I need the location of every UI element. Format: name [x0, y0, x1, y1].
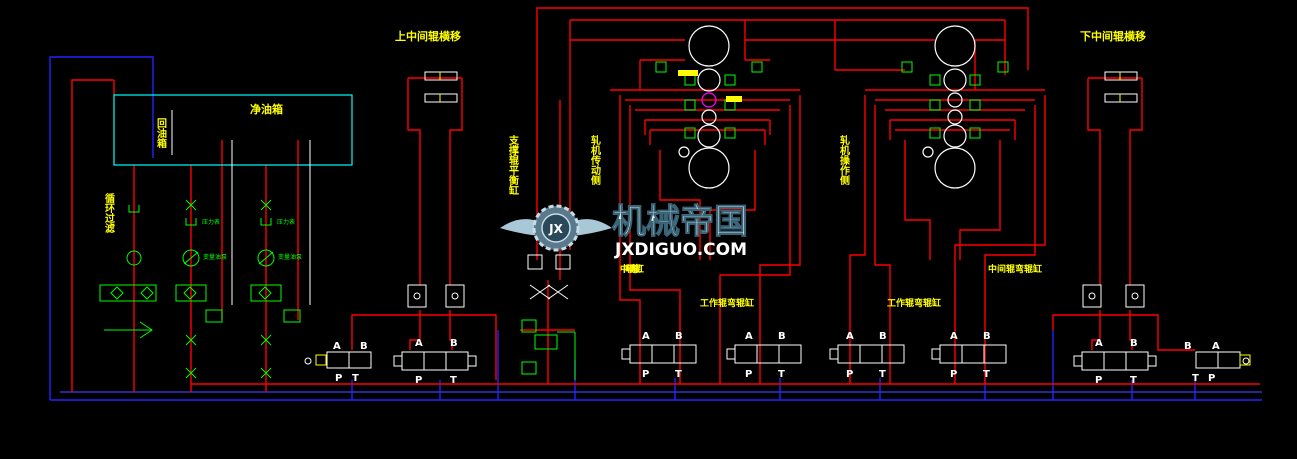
- labels: 上中间辊横移 下中间辊横移 净油箱 回油箱 循环过滤 支撑辊平衡缸 轧机传动侧 …: [103, 29, 1147, 309]
- lower-shift-label: 下中间辊横移: [1080, 29, 1146, 43]
- port-p: P: [642, 369, 649, 380]
- pump-label-1: 变量油泵: [203, 253, 227, 261]
- port-t: T: [983, 369, 990, 380]
- drive-side-label: 轧机传动侧: [589, 134, 602, 186]
- port-t: T: [1192, 373, 1199, 384]
- circ-filter-label: 循环过滤: [103, 192, 115, 234]
- port-a: A: [1095, 338, 1103, 349]
- port-t: T: [1130, 375, 1137, 386]
- pressure-gauge-label-2: 压力表: [277, 218, 295, 226]
- port-t: T: [675, 369, 682, 380]
- port-a: A: [642, 331, 650, 342]
- port-a: A: [745, 331, 753, 342]
- port-p: P: [1095, 375, 1102, 386]
- mid-bend-right-label: 中间辊弯辊缸: [988, 263, 1042, 275]
- pump-station-left: [99, 199, 301, 379]
- check-valve-blocks: [407, 284, 1145, 308]
- support-balance-label: 支撑辊平衡缸: [507, 134, 520, 195]
- port-a: A: [1212, 341, 1220, 352]
- port-t: T: [450, 375, 457, 386]
- clean-oil-tank: [113, 94, 353, 166]
- directional-valves: [304, 344, 1250, 371]
- port-p: P: [415, 375, 422, 386]
- port-p: P: [1208, 373, 1215, 384]
- bend-cylinder-blocks: [655, 61, 1009, 139]
- work-bend-right-label: 工作辊弯辊缸: [887, 297, 941, 309]
- port-t: T: [879, 369, 886, 380]
- port-p: P: [335, 373, 342, 384]
- port-t: T: [778, 369, 785, 380]
- tank-suction-pipes: [171, 110, 311, 305]
- bend-cylinder-highlights: [678, 70, 742, 102]
- lower-shift-cylinder-icon: [1104, 71, 1138, 103]
- return-tank-label: 回油箱: [155, 118, 167, 149]
- watermark-logo: JX 机械帝国 JXDIGUO.COM: [500, 202, 749, 260]
- port-b: B: [675, 331, 683, 342]
- mid-bend-left-label: 中间辊弯辊缸: [620, 263, 644, 275]
- valve-coil-markers: [315, 354, 1251, 366]
- port-a: A: [846, 331, 854, 342]
- port-b: B: [1184, 341, 1192, 352]
- gear-logo-icon: JX: [500, 204, 612, 252]
- pump-label-2: 变量油泵: [278, 253, 302, 261]
- pressure-gauge-label-1: 压力表: [202, 218, 220, 226]
- port-a: A: [950, 331, 958, 342]
- port-p: P: [950, 369, 957, 380]
- port-p: P: [846, 369, 853, 380]
- port-letters: A B P T A B P T A B P T A B P T A B P T …: [333, 331, 1220, 386]
- upper-shift-cylinder-icon: [424, 71, 458, 103]
- operate-side-label: 轧机操作侧: [838, 134, 850, 186]
- upper-shift-label: 上中间辊横移: [395, 29, 461, 43]
- logo-en: JXDIGUO.COM: [614, 240, 747, 260]
- port-b: B: [360, 341, 368, 352]
- port-b: B: [450, 338, 458, 349]
- right-roll-stack-icon: [922, 25, 976, 189]
- support-balance-valves: [521, 254, 576, 380]
- pressure-lines: [71, 7, 1260, 392]
- work-bend-left-label: 工作辊弯辊缸: [700, 297, 754, 309]
- port-a: A: [333, 341, 341, 352]
- logo-badge: JX: [548, 222, 563, 236]
- port-b: B: [983, 331, 991, 342]
- port-t: T: [352, 373, 359, 384]
- logo-cn: 机械帝国: [612, 202, 748, 242]
- port-a: A: [415, 338, 423, 349]
- port-b: B: [778, 331, 786, 342]
- port-p: P: [745, 369, 752, 380]
- clean-tank-label: 净油箱: [250, 102, 283, 116]
- port-b: B: [1130, 338, 1138, 349]
- port-b: B: [879, 331, 887, 342]
- left-roll-stack-icon: [678, 25, 730, 189]
